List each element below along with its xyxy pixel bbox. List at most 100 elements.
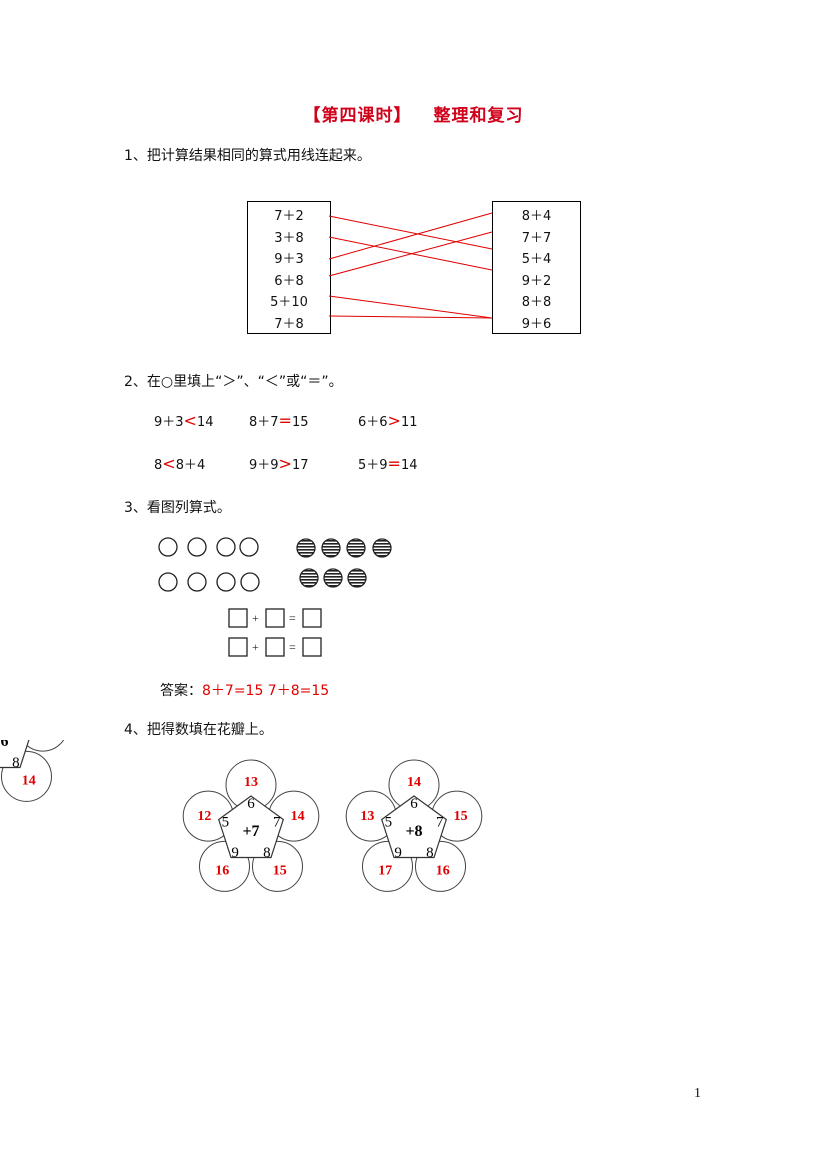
petal-result: 13: [360, 809, 374, 824]
left-expr-2[interactable]: 3＋8: [274, 231, 304, 246]
comparison-answer-2[interactable]: =: [278, 411, 292, 430]
comparison-answer-3[interactable]: >: [387, 411, 401, 430]
page-title: 【第四课时】 整理和复习: [0, 101, 827, 126]
inner-number: 7: [273, 815, 281, 831]
striped-circle: [321, 538, 341, 558]
left-expr-4[interactable]: 6＋8: [274, 274, 304, 289]
question-3-text: 3、看图列算式。: [124, 500, 231, 516]
question-4-text: 4、把得数填在花瓣上。: [124, 722, 273, 738]
right-expr-2[interactable]: 7＋7: [521, 231, 552, 246]
comparison-4: 8<8＋4: [154, 454, 206, 473]
right-expression-box: 8＋4 7＋7 5＋4 9＋2 8＋8 9＋6: [492, 201, 581, 334]
match-line-6: [328, 315, 493, 319]
right-expr-4[interactable]: 9＋2: [521, 274, 552, 289]
striped-circle: [296, 538, 316, 558]
match-line-1: [328, 215, 493, 250]
empty-circle: [158, 572, 178, 592]
plus-sign: +: [252, 611, 259, 625]
petal-result: 14: [22, 774, 36, 789]
left-expr-1[interactable]: 7＋2: [274, 209, 304, 224]
inner-number: 5: [385, 815, 393, 831]
title-topic: 整理和复习: [433, 106, 524, 126]
page-number: 1: [694, 1086, 701, 1101]
inner-number: 6: [247, 796, 255, 812]
empty-circle: [216, 537, 236, 557]
answer-line: 答案：8＋7=15 7＋8=15: [160, 680, 329, 700]
petal-result: 16: [215, 864, 229, 879]
empty-circle: [158, 537, 178, 557]
center-pentagon: [0, 740, 30, 769]
right-expr-3[interactable]: 5＋4: [521, 252, 552, 267]
empty-circle: [240, 572, 260, 592]
answer-value: 8＋7=15 7＋8=15: [202, 683, 330, 699]
inner-number: 8: [263, 845, 271, 861]
answer-box: [228, 637, 248, 657]
left-expr-6[interactable]: 7＋8: [274, 317, 304, 332]
center-operation: +7: [242, 823, 259, 840]
inner-number: 7: [436, 815, 444, 831]
plus-sign: +: [252, 640, 259, 654]
right-expr-6[interactable]: 9＋6: [521, 317, 552, 332]
striped-circle: [347, 568, 367, 588]
equals-sign: =: [289, 640, 296, 654]
inner-number: 7: [22, 740, 30, 741]
petal-result: 14: [407, 775, 421, 790]
inner-number: 9: [394, 845, 402, 861]
center-pentagon: [217, 795, 285, 859]
comparison-answer-1[interactable]: <: [183, 411, 197, 430]
center-operation: +8: [405, 823, 422, 840]
striped-circle: [372, 538, 392, 558]
equals-sign: =: [289, 611, 296, 625]
answer-box: [228, 608, 248, 628]
empty-circle: [187, 537, 207, 557]
title-lesson: 【第四课时】: [303, 106, 412, 126]
empty-circle: [216, 572, 236, 592]
petal-result: 14: [291, 809, 305, 824]
right-expr-1[interactable]: 8＋4: [521, 209, 552, 224]
petal-result: 17: [378, 864, 392, 879]
comparison-2: 8＋7=15: [249, 411, 309, 430]
flower-2: +8 6 78 95 14 15 16 17 13: [345, 759, 483, 892]
comparison-answer-5[interactable]: >: [278, 454, 292, 473]
empty-circle: [187, 572, 207, 592]
answer-box: [302, 637, 322, 657]
right-expr-5[interactable]: 8＋8: [521, 295, 552, 310]
question-2-text: 2、在○里填上“＞”、“＜”或“＝”。: [124, 374, 343, 390]
comparison-answer-4[interactable]: <: [162, 454, 176, 473]
center-pentagon: [380, 795, 448, 859]
picture-circles: + = + =: [158, 537, 392, 657]
inner-number: 5: [222, 815, 230, 831]
comparison-6: 5＋9=14: [358, 454, 418, 473]
left-expr-5[interactable]: 5＋10: [270, 295, 308, 310]
inner-number: 9: [231, 845, 239, 861]
striped-circle: [323, 568, 343, 588]
inner-number: 6: [410, 796, 418, 812]
match-line-4: [328, 231, 493, 277]
answer-box: [265, 637, 285, 657]
comparison-1: 9＋3<14: [154, 411, 214, 430]
left-expr-3[interactable]: 9＋3: [274, 252, 304, 267]
question-1-text: 1、把计算结果相同的算式用线连起来。: [124, 148, 371, 164]
petal-result: 15: [273, 864, 287, 879]
match-line-3: [328, 212, 493, 260]
answer-box: [302, 608, 322, 628]
answer-box: [265, 608, 285, 628]
comparison-3: 6＋6>11: [358, 411, 418, 430]
inner-number: 8: [12, 755, 20, 771]
petal-result: 12: [197, 809, 211, 824]
petal-result: 16: [436, 864, 450, 879]
answer-label: 答案：: [160, 683, 202, 699]
striped-circle: [299, 568, 319, 588]
comparison-5: 9＋9>17: [249, 454, 309, 473]
empty-circle: [239, 537, 259, 557]
flower-1: +7 6 78 95 13 14 15 16 12: [182, 759, 320, 892]
petal-result: 15: [454, 809, 468, 824]
matching-lines: [328, 212, 493, 319]
petal-result: 13: [244, 775, 258, 790]
inner-number: 8: [426, 845, 434, 861]
match-line-5: [328, 295, 493, 319]
comparison-answer-6[interactable]: =: [387, 454, 401, 473]
petal-circle: [21, 740, 65, 752]
center-operation: +6: [0, 740, 9, 750]
